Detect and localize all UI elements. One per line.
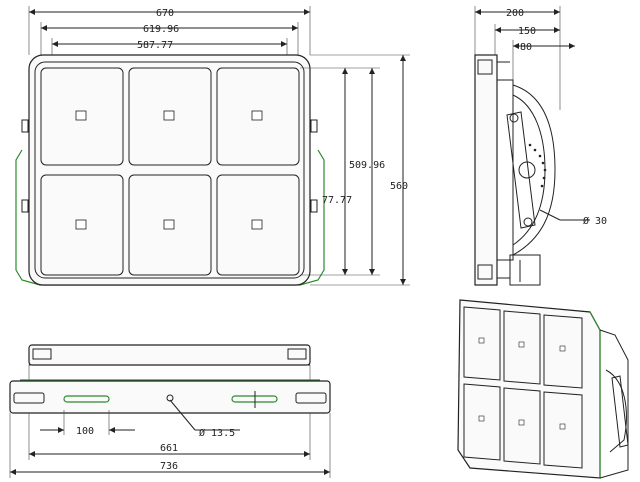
dim-front-height-overall: 560: [390, 181, 408, 192]
iso-module-6: [543, 391, 583, 469]
isometric-view: [457, 299, 629, 479]
led-module-6: [216, 174, 300, 276]
dim-side-depth-mid: 150: [518, 26, 536, 37]
iso-module-3: [543, 314, 583, 389]
bottom-view: 100 Ø 13.5 661 736: [9, 344, 331, 478]
dim-side-bolt-diameter: Ø 30: [583, 215, 607, 227]
led-module-5: [128, 174, 212, 276]
dim-side-depth-overall: 200: [506, 8, 524, 19]
led-module-1: [40, 67, 124, 166]
dim-front-width-overall: 670: [156, 8, 174, 19]
dim-bottom-spacing: 100: [76, 426, 94, 437]
side-view: 200 150 80 Ø 30: [474, 6, 607, 286]
iso-module-4: [463, 383, 501, 461]
dim-front-width-mid: 619.96: [143, 24, 179, 35]
led-module-3: [216, 67, 300, 166]
dim-front-height-partial: 77.77: [322, 195, 352, 206]
dim-bottom-width-inner: 661: [160, 443, 178, 454]
dim-front-width-inner: 587.77: [137, 40, 173, 51]
iso-module-1: [463, 306, 501, 381]
dim-bottom-width-overall: 736: [160, 461, 178, 472]
iso-module-5: [503, 387, 541, 465]
dim-bottom-hole-diameter: Ø 13.5: [199, 427, 235, 439]
led-module-2: [128, 67, 212, 166]
dim-side-depth-inner: 80: [520, 42, 532, 53]
front-view: 670 619.96 587.77: [15, 6, 410, 286]
dim-front-height-inner: 509.96: [349, 160, 385, 171]
iso-module-2: [503, 310, 541, 385]
led-module-4: [40, 174, 124, 276]
